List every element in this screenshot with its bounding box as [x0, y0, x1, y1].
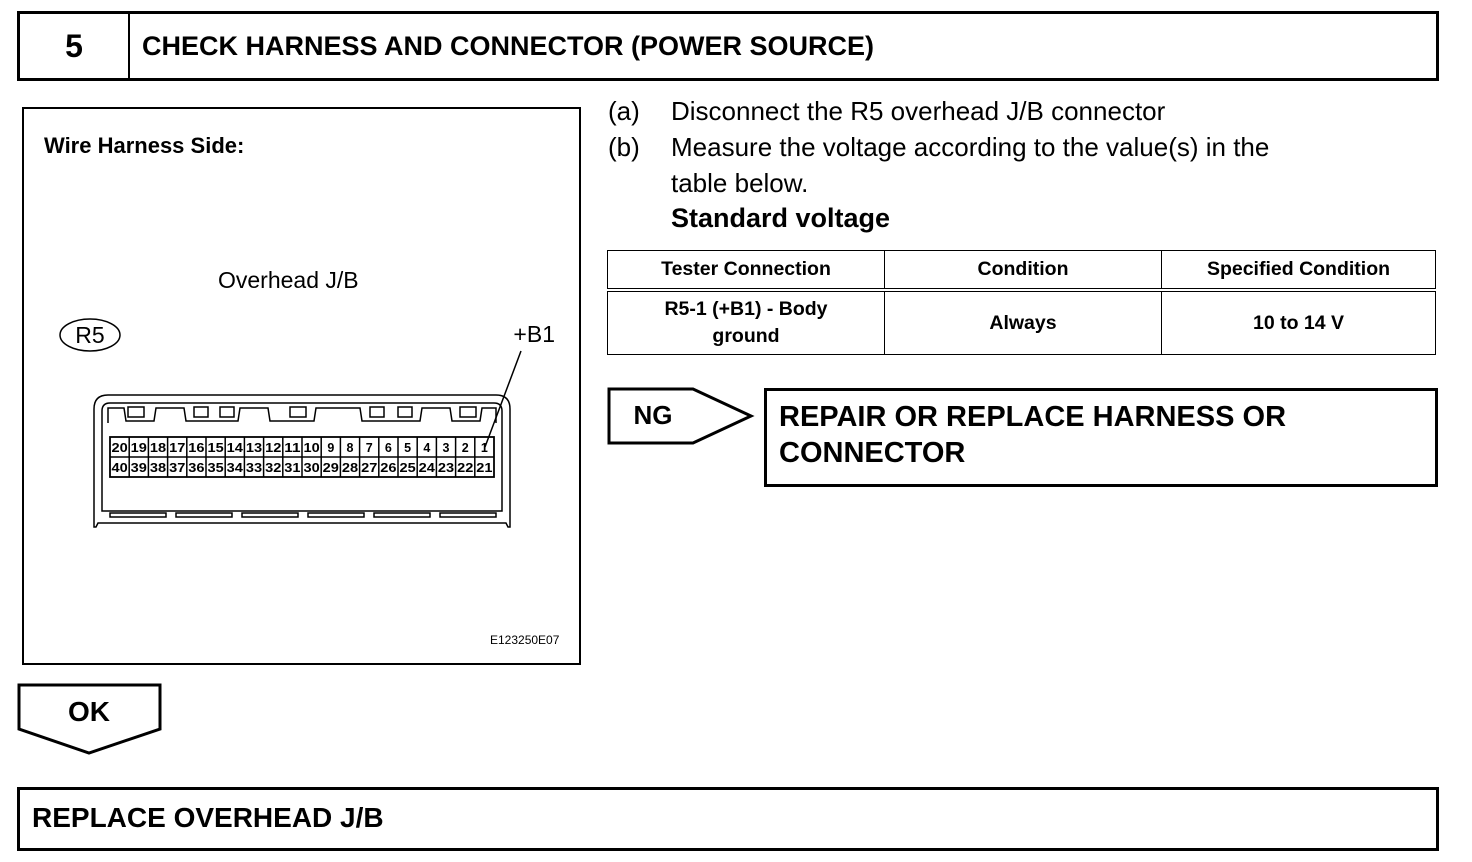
connector-pin-26: 26: [380, 461, 396, 475]
connector-figure: Wire Harness Side: Overhead J/B R5 +B1: [22, 107, 581, 665]
ng-result-line1: REPAIR OR REPLACE HARNESS OR: [779, 401, 1287, 433]
connector-pin-8: 8: [347, 441, 354, 455]
table-header-cell: Condition: [884, 250, 1162, 292]
connector-pin-30: 30: [304, 461, 320, 475]
connector-pin-37: 37: [169, 461, 185, 475]
connector-name: Overhead J/B: [218, 267, 359, 293]
connector-pin-40: 40: [112, 461, 128, 475]
connector-id: R5: [75, 322, 104, 348]
ng-result-box: REPAIR OR REPLACE HARNESS OR CONNECTOR: [764, 388, 1438, 487]
connector-pin-6: 6: [385, 441, 392, 455]
step-a-letter: (a): [608, 96, 640, 126]
connector-pin-14: 14: [227, 441, 243, 455]
pin-label: +B1: [513, 321, 555, 347]
ok-result-text: REPLACE OVERHEAD J/B: [32, 802, 384, 833]
connector-pin-31: 31: [284, 461, 300, 475]
standard-voltage-label: Standard voltage: [671, 203, 891, 233]
ng-result-text: REPAIR OR REPLACE HARNESS OR CONNECTOR: [779, 399, 1419, 471]
connector-pin-19: 19: [131, 441, 147, 455]
ok-arrow: OK: [17, 683, 162, 755]
connector-pin-25: 25: [400, 461, 416, 475]
connector-pin-4: 4: [423, 441, 430, 455]
connector-pin-18: 18: [150, 441, 166, 455]
tester-connection-line1: R5-1 (+B1) - Body: [664, 298, 828, 320]
connector-pin-9: 9: [327, 441, 334, 455]
connector-pin-12: 12: [265, 441, 281, 455]
pin-leader-line: [484, 350, 522, 448]
connector-pin-10: 10: [304, 441, 320, 455]
tester-connection-line2: ground: [712, 325, 780, 347]
step-b-text-line2: table below.: [671, 168, 809, 198]
connector-diagram: R5 +B1: [59, 318, 555, 528]
step-b-letter: (b): [608, 132, 640, 162]
connector-pin-24: 24: [419, 461, 435, 475]
standard-voltage-table: Tester Connection Condition Specified Co…: [607, 250, 1436, 355]
step-title: CHECK HARNESS AND CONNECTOR (POWER SOURC…: [142, 31, 875, 61]
illustration-code: E123250E07: [490, 633, 560, 647]
connector-pin-21: 21: [476, 461, 492, 475]
connector-pin-17: 17: [169, 441, 185, 455]
tester-connection-cell: R5-1 (+B1) - Body ground: [607, 289, 885, 355]
connector-pin-36: 36: [188, 461, 204, 475]
specified-condition-cell: 10 to 14 V: [1161, 289, 1436, 355]
connector-pin-15: 15: [208, 441, 224, 455]
connector-pin-28: 28: [342, 461, 358, 475]
connector-pin-27: 27: [361, 461, 377, 475]
connector-pin-13: 13: [246, 441, 262, 455]
ng-arrow: NG: [607, 387, 755, 445]
table-row: R5-1 (+B1) - Body ground Always 10 to 14…: [607, 289, 1436, 355]
step-b-text-line1: Measure the voltage according to the val…: [671, 132, 1270, 162]
connector-body: [93, 394, 511, 528]
connector-pin-35: 35: [208, 461, 224, 475]
connector-pin-2: 2: [462, 441, 469, 455]
ng-label: NG: [634, 400, 673, 430]
connector-pin-20: 20: [112, 441, 128, 455]
connector-pin-33: 33: [246, 461, 262, 475]
ng-result-line2: CONNECTOR: [779, 437, 966, 469]
ok-result-box: REPLACE OVERHEAD J/B: [17, 787, 1439, 851]
connector-pin-32: 32: [265, 461, 281, 475]
connector-pin-39: 39: [131, 461, 147, 475]
step-number: 5: [20, 14, 130, 78]
table-header-row: Tester Connection Condition Specified Co…: [607, 250, 1436, 292]
connector-pin-34: 34: [227, 461, 243, 475]
connector-pin-22: 22: [457, 461, 473, 475]
connector-pin-3: 3: [443, 441, 450, 455]
connector-pin-5: 5: [404, 441, 411, 455]
table-header-cell: Tester Connection: [607, 250, 885, 292]
ok-label: OK: [68, 696, 110, 727]
connector-pin-7: 7: [366, 441, 373, 455]
step-header: 5 CHECK HARNESS AND CONNECTOR (POWER SOU…: [17, 11, 1439, 81]
connector-pin-23: 23: [438, 461, 454, 475]
step-a-text: Disconnect the R5 overhead J/B connector: [671, 96, 1166, 126]
connector-pin-11: 11: [284, 441, 300, 455]
condition-cell: Always: [884, 289, 1162, 355]
connector-pin-38: 38: [150, 461, 166, 475]
connector-pin-1: 1: [481, 441, 488, 455]
connector-pin-16: 16: [188, 441, 204, 455]
table-header-cell: Specified Condition: [1161, 250, 1436, 292]
connector-id-ellipse: [59, 318, 121, 352]
figure-title: Wire Harness Side:: [44, 133, 245, 158]
connector-pin-29: 29: [323, 461, 339, 475]
